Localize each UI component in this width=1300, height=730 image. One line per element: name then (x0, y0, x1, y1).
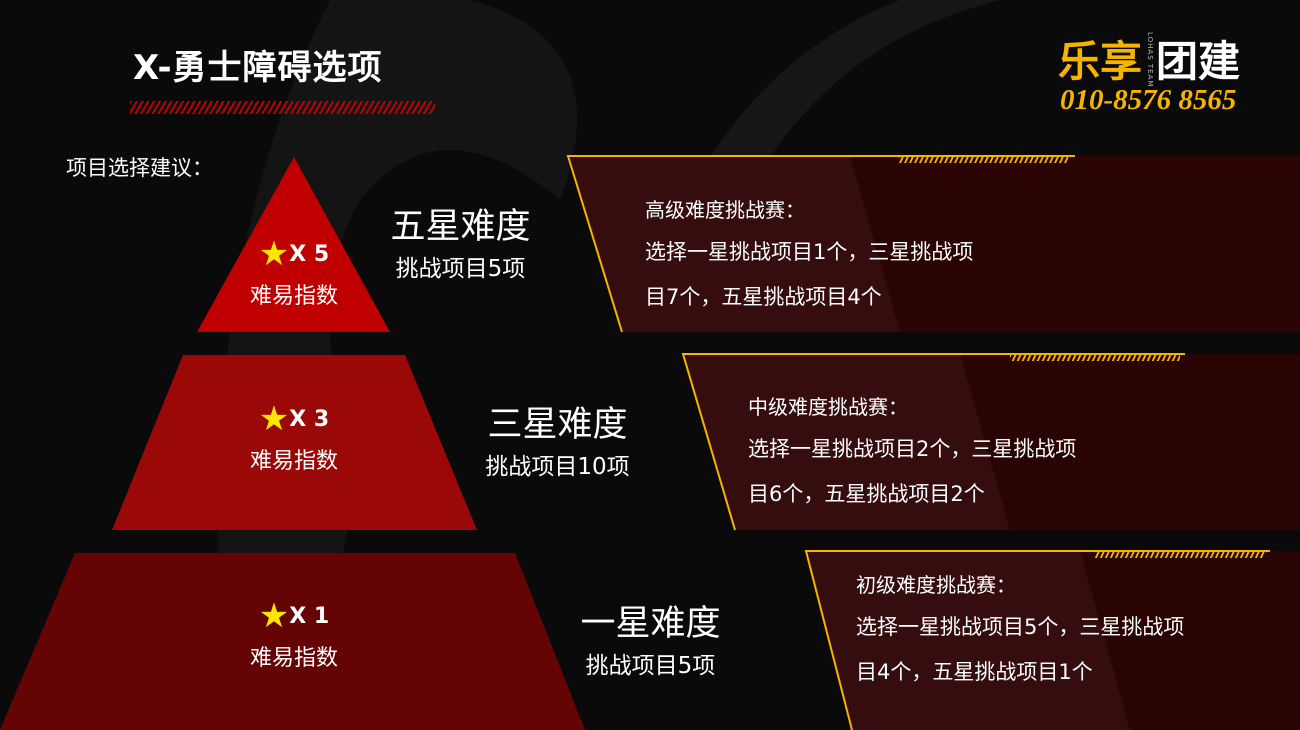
tier-count: 挑战项目5项 (395, 256, 526, 282)
tier-heading: 一星难度 (580, 604, 721, 644)
tier-difficulty-index: ★X 5 难易指数 (194, 234, 394, 310)
brand-logo: 乐享团建 (1058, 28, 1240, 89)
pyramid-tier-bottom (0, 553, 585, 730)
pyramid-tier-middle (112, 355, 477, 530)
tier-difficulty-index: ★X 3 难易指数 (194, 399, 394, 475)
index-label: 难易指数 (249, 284, 338, 309)
tier-label: 三星难度 挑战项目10项 (470, 396, 645, 481)
panel-title: 中级难度挑战赛： (748, 395, 908, 419)
panel-line: 选择一星挑战项目5个，三星挑战项 (856, 615, 1185, 639)
index-label: 难易指数 (249, 449, 338, 474)
star-icon: ★ (258, 234, 290, 274)
panel-advanced (566, 155, 1300, 333)
star-icon: ★ (258, 596, 290, 636)
logo-brand-cn: 乐享 (1058, 37, 1143, 86)
tier-heading: 五星难度 (390, 207, 531, 247)
panel-line: 目7个，五星挑战项目4个 (645, 285, 882, 309)
tier-count: 挑战项目10项 (485, 454, 630, 480)
tier-label: 一星难度 挑战项目5项 (568, 595, 733, 680)
tier-count: 挑战项目5项 (585, 653, 716, 679)
tier-heading: 三星难度 (487, 405, 628, 445)
panel-text: 初级难度挑战赛： 选择一星挑战项目5个，三星挑战项 目4个，五星挑战项目1个 (856, 565, 1184, 695)
panel-intermediate (681, 353, 1300, 531)
index-label: 难易指数 (249, 646, 338, 671)
panel-title: 初级难度挑战赛： (856, 573, 1016, 597)
star-multiplier: X 1 (289, 604, 330, 629)
panel-line: 选择一星挑战项目2个，三星挑战项 (748, 437, 1077, 461)
logo-suffix: 团建 (1156, 37, 1241, 86)
panel-title: 高级难度挑战赛： (645, 198, 805, 222)
panel-text: 高级难度挑战赛： 选择一星挑战项目1个，三星挑战项 目7个，五星挑战项目4个 (645, 190, 973, 320)
phone-number: 010-8576 8565 (1060, 84, 1237, 116)
title-underline-hatch (130, 101, 435, 114)
star-multiplier: X 5 (289, 242, 330, 267)
star-icon: ★ (258, 399, 290, 439)
tier-difficulty-index: ★X 1 难易指数 (194, 596, 394, 672)
pyramid-tier-top (197, 157, 390, 332)
logo-brand-en: LOHAS TEAM (1146, 32, 1154, 88)
panel-text: 中级难度挑战赛： 选择一星挑战项目2个，三星挑战项 目6个，五星挑战项目2个 (748, 387, 1076, 517)
panel-line: 目6个，五星挑战项目2个 (748, 482, 985, 506)
panel-line: 目4个，五星挑战项目1个 (856, 660, 1093, 684)
panel-line: 选择一星挑战项目1个，三星挑战项 (645, 240, 974, 264)
star-multiplier: X 3 (289, 407, 330, 432)
tier-label: 五星难度 挑战项目5项 (378, 198, 543, 283)
panel-beginner (804, 550, 1300, 730)
page-title: X-勇士障碍选项 (133, 48, 383, 88)
section-subtitle: 项目选择建议： (66, 156, 213, 180)
